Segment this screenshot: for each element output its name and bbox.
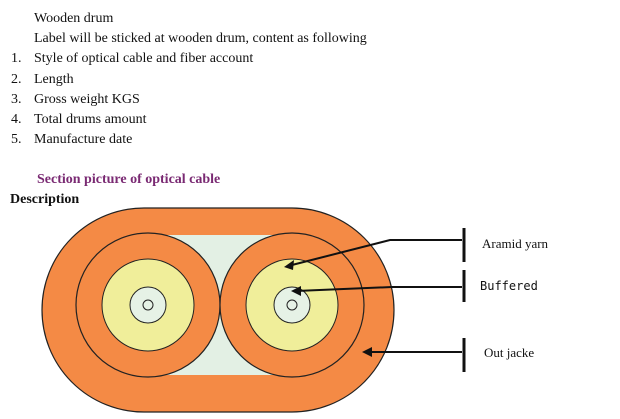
list-item-text: Length	[34, 72, 74, 87]
list-number: 4.	[11, 112, 22, 127]
section-title: Section picture of optical cable	[37, 172, 221, 187]
buffered-leader	[291, 270, 466, 302]
fiber-core	[142, 299, 154, 311]
outer-jacket-leader	[362, 338, 466, 372]
aramid-leader	[284, 228, 466, 270]
list-item-text: Total drums amount	[34, 112, 147, 127]
list-item-text: Gross weight KGS	[34, 92, 140, 107]
cable-cross-section-diagram	[41, 207, 466, 413]
fiber-core	[286, 299, 298, 311]
drum-label-description: Label will be sticked at wooden drum, co…	[34, 31, 367, 46]
list-item-text: Manufacture date	[34, 132, 133, 147]
buffered-label: Buffered	[480, 279, 538, 293]
right-sub-unit	[219, 232, 365, 378]
list-number: 3.	[11, 92, 22, 107]
list-item-text: Style of optical cable and fiber account	[34, 51, 254, 66]
list-number: 5.	[11, 132, 22, 147]
description-heading: Description	[10, 192, 80, 207]
drum-title: Wooden drum	[34, 11, 114, 26]
list-number: 1.	[11, 51, 22, 66]
left-sub-unit	[75, 232, 221, 378]
aramid-yarn-label: Aramid yarn	[482, 236, 549, 251]
outer-jacket-label: Out jacke	[484, 345, 535, 360]
list-number: 2.	[11, 72, 22, 87]
